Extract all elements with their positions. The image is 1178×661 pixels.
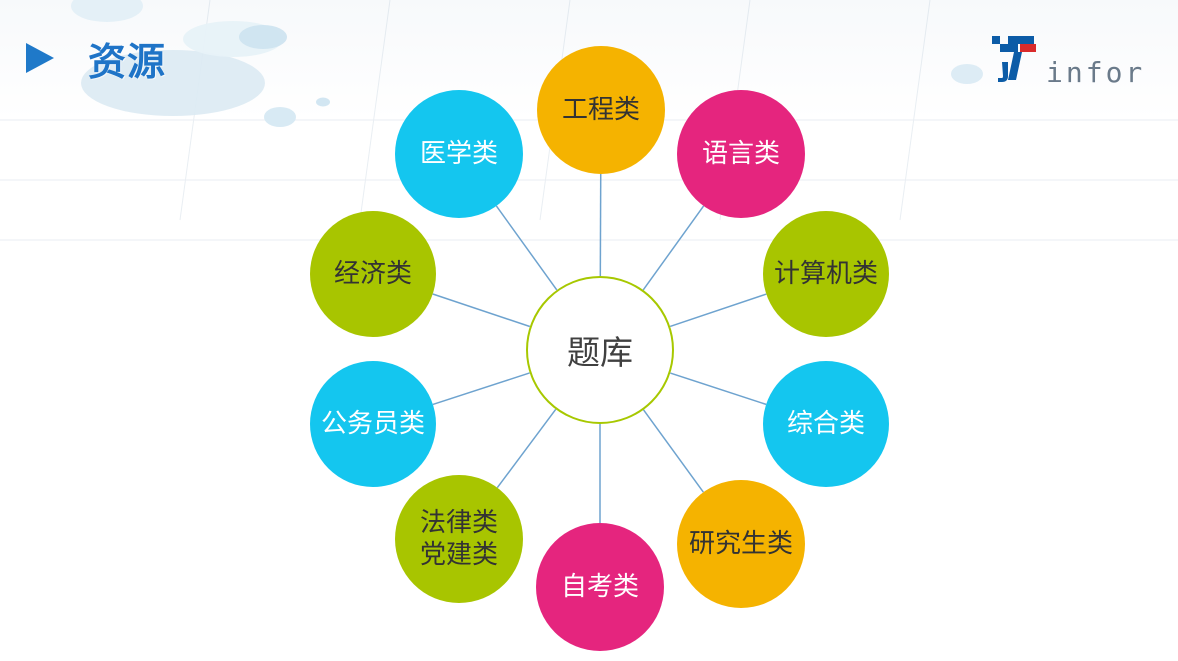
brand-logo: infor	[990, 28, 1142, 89]
topic-node-language[interactable]: 语言类	[677, 90, 805, 218]
connector-line	[496, 408, 557, 489]
water-drops-decoration	[71, 0, 983, 127]
infor-logo-icon	[992, 36, 1036, 82]
connector-line	[432, 372, 530, 406]
center-node-topic-bank[interactable]: 题库	[526, 276, 674, 424]
connector-line	[670, 372, 767, 406]
connector-line	[642, 205, 705, 291]
connector-line	[495, 205, 558, 291]
topic-node-comprehensive[interactable]: 综合类	[763, 361, 889, 487]
topic-node-computer[interactable]: 计算机类	[763, 211, 889, 337]
page-header: 资源	[26, 34, 166, 84]
topic-node-economics[interactable]: 经济类	[310, 211, 436, 337]
topic-node-law-party[interactable]: 法律类 党建类	[395, 475, 523, 603]
play-icon	[26, 43, 54, 73]
topic-node-civil-servant[interactable]: 公务员类	[310, 361, 436, 487]
connector-line	[642, 409, 704, 493]
logo-text: infor	[1046, 56, 1146, 89]
topic-node-graduate[interactable]: 研究生类	[677, 480, 805, 608]
topic-node-self-study[interactable]: 自考类	[536, 523, 664, 651]
topic-node-engineering[interactable]: 工程类	[537, 46, 665, 174]
connector-line	[669, 293, 767, 328]
topic-node-medical[interactable]: 医学类	[395, 90, 523, 218]
page-title: 资源	[88, 39, 167, 84]
connector-line	[432, 293, 531, 328]
